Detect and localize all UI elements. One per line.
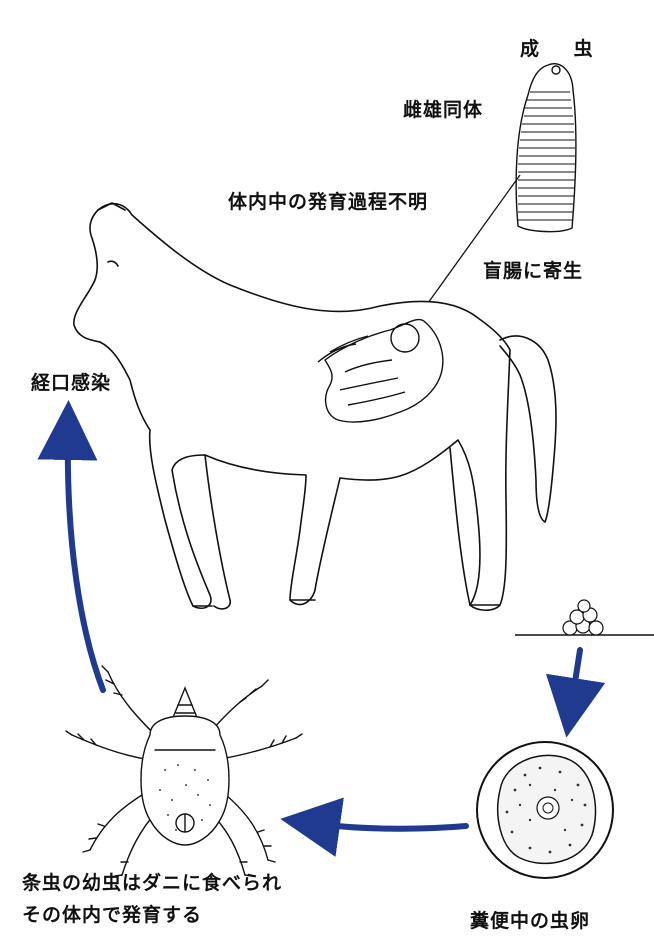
label-oral-infection: 経口感染 (31, 368, 111, 395)
label-development-unknown: 体内中の発育過程不明 (228, 187, 428, 214)
label-larva-line2: その体内で発育する (22, 900, 202, 927)
arrow-mite-to-horse (68, 430, 103, 690)
arrow-egg-to-mite (310, 823, 466, 829)
label-egg-in-feces: 糞便中の虫卵 (470, 906, 590, 933)
label-larva-line1: 条虫の幼虫はダニに食べられ (22, 868, 282, 895)
label-cecum: 盲腸に寄生 (483, 256, 583, 283)
label-hermaphrodite: 雌雄同体 (403, 95, 483, 122)
arrow-ground-to-egg (571, 650, 580, 708)
tapeworm-icon (516, 64, 576, 232)
egg-cluster-icon (563, 600, 603, 635)
egg-icon (477, 742, 613, 878)
label-adult: 成 虫 (520, 34, 607, 61)
mite-icon (66, 666, 302, 876)
